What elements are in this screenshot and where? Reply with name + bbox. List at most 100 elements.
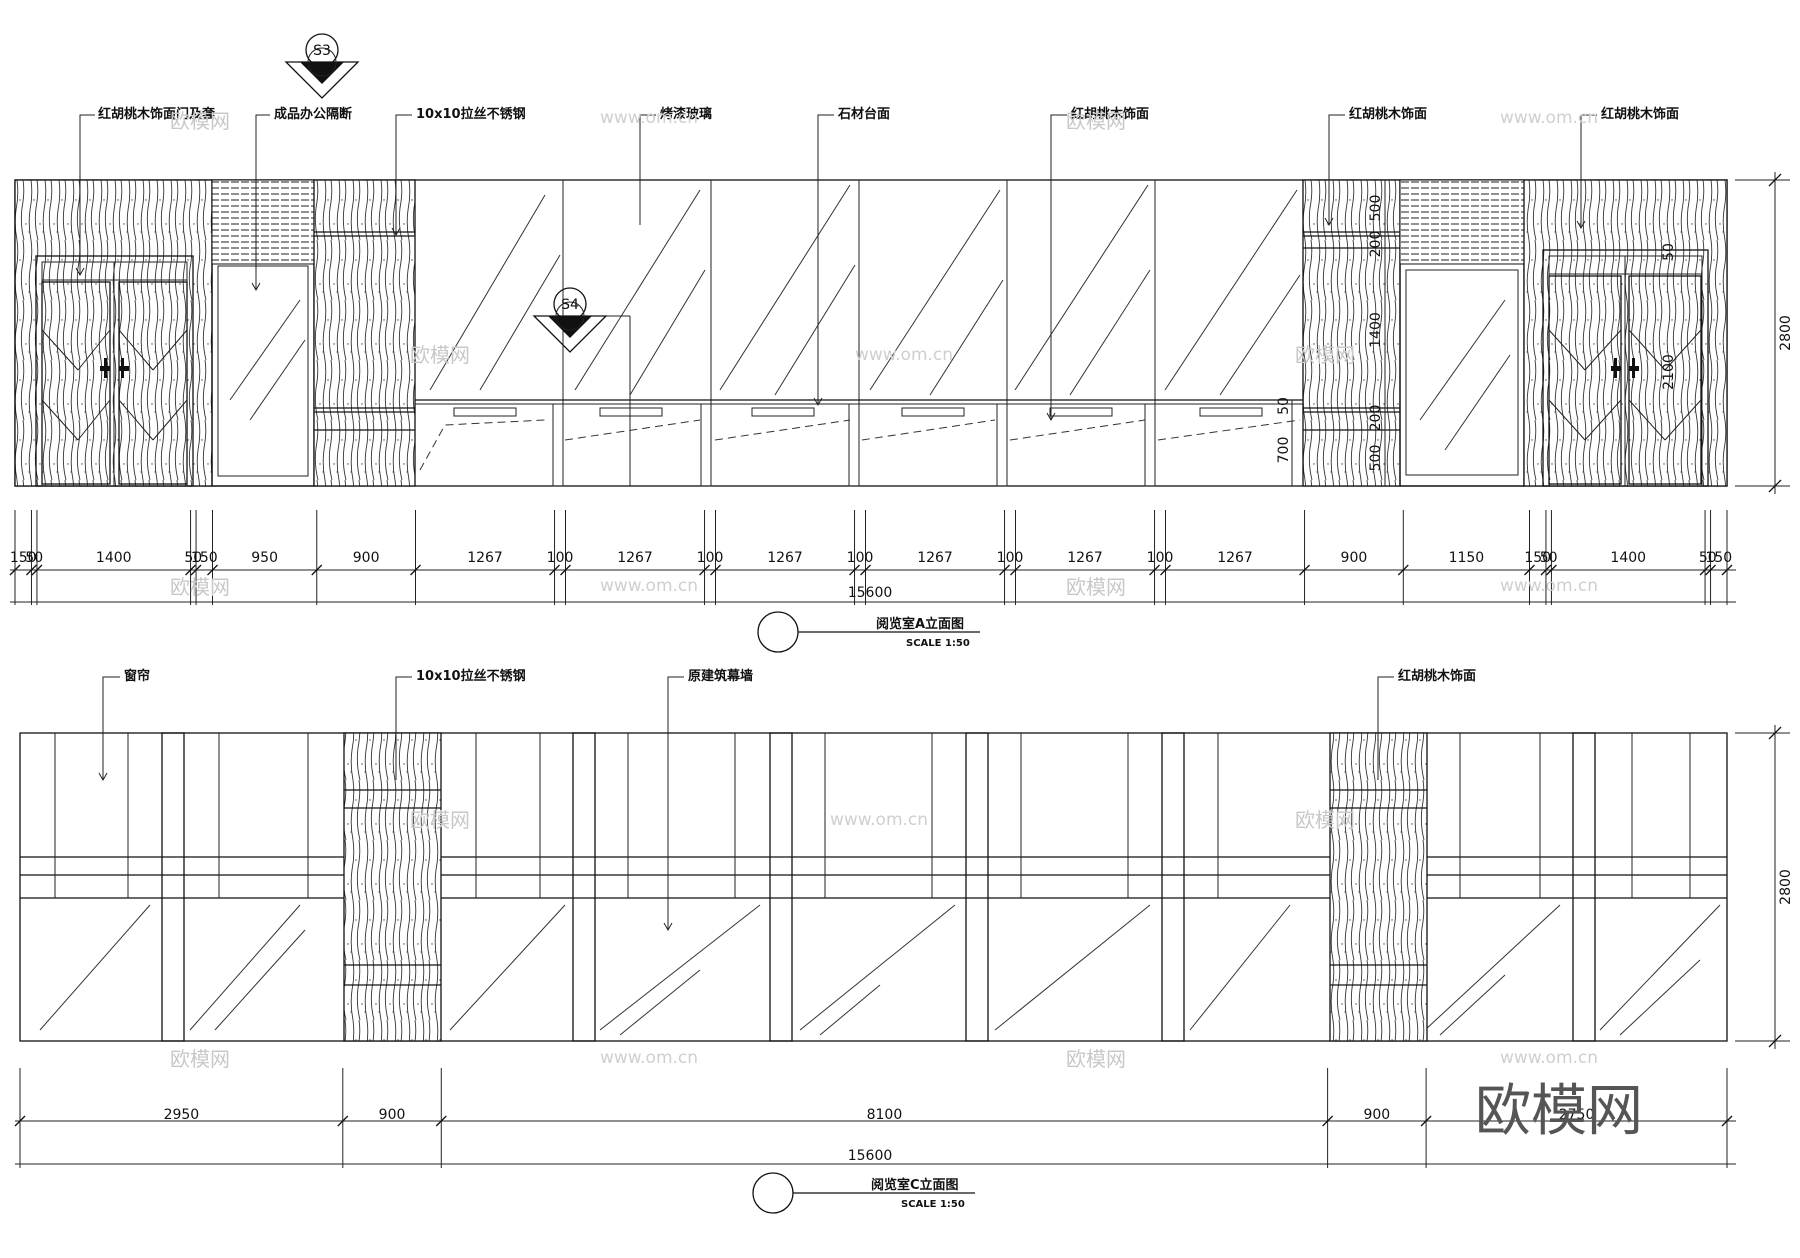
dim-tick (1299, 564, 1311, 576)
dim-label: 150 (1524, 550, 1551, 566)
title-c: 阅览室C立面图 (871, 1177, 959, 1193)
dim-label: 150 (1705, 550, 1732, 566)
dim-tick (699, 564, 710, 576)
label-lacquered-glass: 烤漆玻璃 (660, 106, 712, 122)
dim-label: 1267 (617, 550, 653, 566)
dim-tick (337, 1115, 349, 1127)
dim-tick (1397, 564, 1409, 576)
dim-tick (710, 564, 721, 576)
dim-tick (1721, 564, 1733, 576)
title-block-a: 阅览室A立面图 SCALE 1:50 (757, 611, 980, 653)
dim-tick (549, 564, 560, 576)
vdim-door-50: 50 (1661, 243, 1677, 261)
dim-label: 1267 (767, 550, 803, 566)
label-stainless-steel-c: 10x10拉丝不锈钢 (416, 668, 526, 684)
dim-tick (14, 1115, 26, 1127)
dim-tick (207, 564, 218, 576)
height-dimension-a: 2800 (1735, 172, 1794, 494)
dim-tick (1721, 1115, 1733, 1127)
vdim-counter-50: 50 (1276, 397, 1292, 415)
dim-label: 950 (251, 550, 278, 566)
height-dim-a-value: 2800 (1778, 315, 1794, 351)
scale-a: SCALE 1:50 (906, 638, 970, 649)
watermark-url: www.om.cn (1500, 108, 1598, 128)
section-mark-s3-label: S3 (313, 43, 331, 59)
double-door-right (1542, 249, 1709, 487)
dim-label: 1400 (1610, 550, 1646, 566)
dim-tick (311, 564, 323, 576)
dim-tick (849, 564, 861, 576)
vdim-500-top: 500 (1368, 195, 1384, 222)
brand-watermark: 欧模网 (1475, 1079, 1643, 1144)
total-dim-c: 15600 (848, 1148, 893, 1164)
dim-tick (1322, 1115, 1334, 1127)
label-curtain: 窗帘 (124, 668, 150, 684)
watermark-logo: 欧模网 (1066, 1047, 1126, 1071)
wood-column-c2 (1329, 732, 1428, 1042)
dim-tick (1540, 564, 1552, 576)
dim-tick (190, 564, 202, 576)
dim-label: 150 (10, 550, 37, 566)
callout-leaders-a (75, 114, 1597, 422)
title-a: 阅览室A立面图 (876, 616, 964, 632)
dim-label: 2750 (1559, 1107, 1595, 1123)
wood-column-c1 (343, 732, 442, 1042)
vdim-1400: 1400 (1368, 312, 1384, 348)
dim-tick (25, 564, 37, 576)
watermark-logo: 欧模网 (170, 575, 230, 599)
elevation-c-outline (19, 732, 1728, 1042)
dim-label: 900 (1363, 1107, 1390, 1123)
watermark-logo: 欧模网 (1295, 808, 1355, 832)
vdim-200-bottom: 200 (1368, 405, 1384, 432)
dim-label: 2950 (164, 1107, 200, 1123)
office-partition-left (211, 179, 315, 487)
dim-label: 1267 (467, 550, 503, 566)
column-vertical-dims: 500 200 1400 200 500 50 700 50 2100 (1276, 180, 1677, 486)
total-dim-a: 15600 (848, 585, 893, 601)
watermark-logo: 欧模网 (1066, 575, 1126, 599)
dim-label: 1150 (1449, 550, 1485, 566)
dim-tick (1160, 564, 1171, 576)
watermark-url: www.om.cn (1500, 1048, 1598, 1068)
watermark-url: www.om.cn (855, 345, 953, 365)
dim-tick (1149, 564, 1161, 576)
dim-tick (860, 564, 871, 576)
dim-label: 900 (379, 1107, 406, 1123)
wood-column-a1 (313, 179, 416, 487)
dim-label: 50 (1699, 550, 1717, 566)
dim-label: 50 (184, 550, 202, 566)
dim-tick (1545, 564, 1557, 576)
dim-tick (560, 564, 571, 576)
watermark-url: www.om.cn (600, 108, 698, 128)
dim-label: 100 (1147, 550, 1174, 566)
dim-label: 100 (847, 550, 874, 566)
dim-tick (435, 1115, 447, 1127)
height-dimension-c: 2800 (1735, 725, 1794, 1049)
watermark-logo: 欧模网 (410, 808, 470, 832)
dim-label: 1267 (1217, 550, 1253, 566)
dim-label: 900 (1341, 550, 1368, 566)
counter-cabinets (419, 403, 1301, 487)
watermark-url: www.om.cn (1500, 576, 1598, 596)
dim-tick (1705, 564, 1717, 576)
callout-leaders-c (98, 676, 1394, 932)
label-walnut-veneer-c: 红胡桃木饰面 (1398, 668, 1476, 684)
label-walnut-door: 红胡桃木饰面门及套 (98, 106, 216, 122)
dim-label: 50 (1540, 550, 1558, 566)
watermark-logo: 欧模网 (410, 343, 470, 367)
watermark-logo: 欧模网 (170, 109, 230, 133)
dim-tick (1524, 564, 1535, 576)
dim-label: 1267 (917, 550, 953, 566)
elevation-a: S3 S4 红胡桃木饰面门及套 成品办公隔断 10x10拉丝不锈钢 烤漆玻璃 石… (9, 33, 1794, 653)
section-mark-s4-label: S4 (561, 297, 579, 313)
dim-label: 150 (191, 550, 218, 566)
dim-tick (999, 564, 1011, 576)
watermark-url: www.om.cn (600, 1048, 698, 1068)
dim-label: 900 (353, 550, 380, 566)
dim-label: 100 (997, 550, 1024, 566)
dim-tick (9, 564, 21, 576)
